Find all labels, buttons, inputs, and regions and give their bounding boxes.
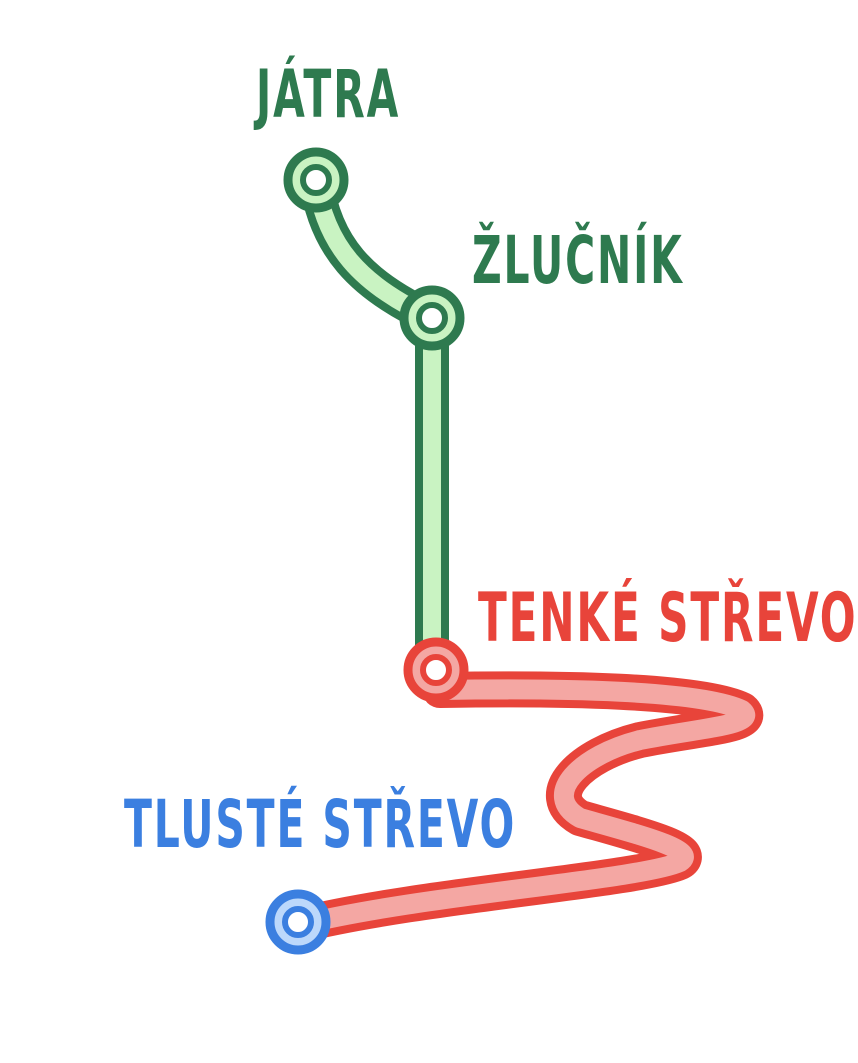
station-liver-marker xyxy=(283,147,349,213)
green-route-line xyxy=(299,163,449,682)
station-label-liver: JÁTRA xyxy=(256,56,401,133)
station-label-large-intestine: TLUSTÉ STŘEVO xyxy=(124,786,517,863)
station-gallbladder-marker xyxy=(399,285,465,351)
station-large-intestine-marker xyxy=(265,889,331,955)
red-route-line xyxy=(282,671,764,943)
station-label-small-intestine: TENKÉ STŘEVO xyxy=(478,579,858,658)
station-small-intestine-marker xyxy=(403,637,469,703)
station-label-gallbladder: ŽLUČNÍK xyxy=(472,222,684,299)
